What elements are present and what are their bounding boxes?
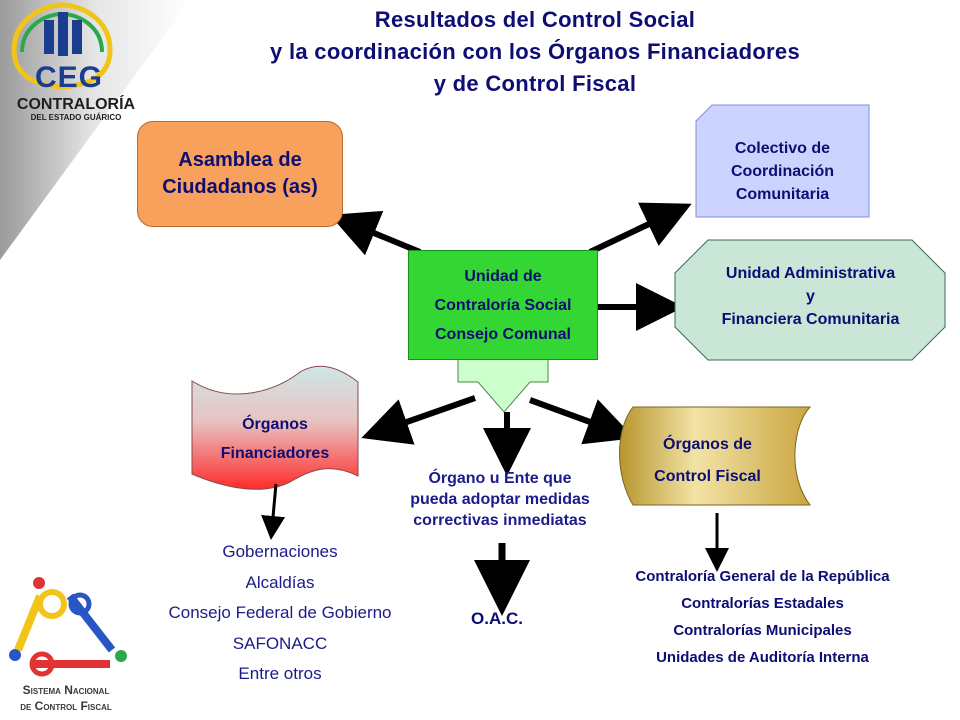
list-item: Contralorías Estadales: [681, 595, 844, 612]
node-unidad-contraloria: Unidad de Contraloría Social Consejo Com…: [408, 250, 598, 360]
title-line-3: y de Control Fiscal: [433, 71, 637, 96]
unidad-admin-line-2: y: [806, 288, 815, 305]
page-title: Resultados del Control Social y la coord…: [160, 4, 910, 100]
asamblea-line-1: Asamblea de: [178, 149, 302, 171]
list-item: Contraloría General de la República: [635, 568, 890, 585]
control-line-2: Control Fiscal: [654, 468, 761, 485]
colectivo-line-3: Comunitaria: [735, 186, 830, 203]
contraloria-logo: [11, 2, 113, 90]
list-item: Contralorías Municipales: [673, 622, 852, 639]
organos-control-shape: [619, 406, 812, 506]
unidad-admin-line-1: Unidad Administrativa: [725, 265, 896, 282]
arrow-to-financiadores: [361, 395, 476, 445]
logo-bottom-line1: Sistema Nacional: [22, 683, 110, 697]
colectivo-shape: [695, 104, 870, 218]
logo-bottom-line2: de Control Fiscal: [20, 699, 112, 713]
unidad-line-3: Consejo Comunal: [434, 325, 571, 343]
list-item: Unidades de Auditoría Interna: [656, 649, 869, 666]
arrow-financiadores-list: [261, 483, 286, 540]
node-organo-ente: Órgano u Ente que pueda adoptar medidas …: [372, 468, 628, 531]
list-item: Alcaldías: [245, 572, 315, 592]
unidad-line-2: Contraloría Social: [434, 296, 572, 314]
arrow-to-control-fiscal: [528, 397, 635, 445]
financiadores-line-1: Órganos: [242, 416, 308, 433]
control-list: Contraloría General de la República Cont…: [590, 563, 935, 671]
control-line-1: Órganos de: [663, 436, 752, 453]
arrow-to-asamblea: [329, 210, 422, 256]
unidad-line-1: Unidad de: [464, 267, 542, 285]
logo-top-subtitle: DEL ESTADO GUÁRICO: [30, 113, 122, 122]
logo-top-letters: CEG: [34, 61, 103, 94]
organo-ente-line-2: pueda adoptar medidas: [410, 491, 590, 508]
asamblea-line-2: Ciudadanos (as): [162, 176, 318, 198]
node-unidad-admin: Unidad Administrativa y Financiera Comun…: [678, 262, 943, 331]
list-item: Entre otros: [238, 664, 322, 683]
unidad-admin-shape: [674, 239, 946, 361]
node-organos-financiadores: Órganos Financiadores: [192, 410, 358, 468]
organos-financiadores-shape: [191, 365, 359, 490]
arrow-to-colectivo: [588, 202, 692, 255]
node-asamblea: Asamblea de Ciudadanos (as): [137, 121, 343, 227]
organo-ente-line-3: correctivas inmediatas: [413, 512, 587, 529]
node-oac: O.A.C.: [471, 609, 523, 628]
financiadores-list: Gobernaciones Alcaldías Consejo Federal …: [110, 537, 450, 690]
title-line-2: y la coordinación con los Órganos Financ…: [270, 39, 800, 64]
title-line-1: Resultados del Control Social: [374, 7, 696, 32]
colectivo-line-1: Colectivo de: [734, 140, 831, 157]
logo-top-name: CONTRALORÍA: [16, 96, 136, 113]
node-colectivo: Colectivo de Coordinación Comunitaria: [700, 137, 865, 206]
list-item: Gobernaciones: [222, 542, 338, 561]
list-item: Consejo Federal de Gobierno: [168, 603, 392, 622]
financiadores-line-2: Financiadores: [220, 445, 330, 462]
list-item: SAFONACC: [232, 633, 328, 653]
colectivo-line-2: Coordinación: [730, 163, 835, 180]
node-organos-control: Órganos de Control Fiscal: [630, 429, 785, 493]
unidad-admin-line-3: Financiera Comunitaria: [721, 311, 900, 328]
organo-ente-line-1: Órgano u Ente que: [428, 470, 572, 487]
sistema-nacional-logo: [9, 577, 127, 677]
